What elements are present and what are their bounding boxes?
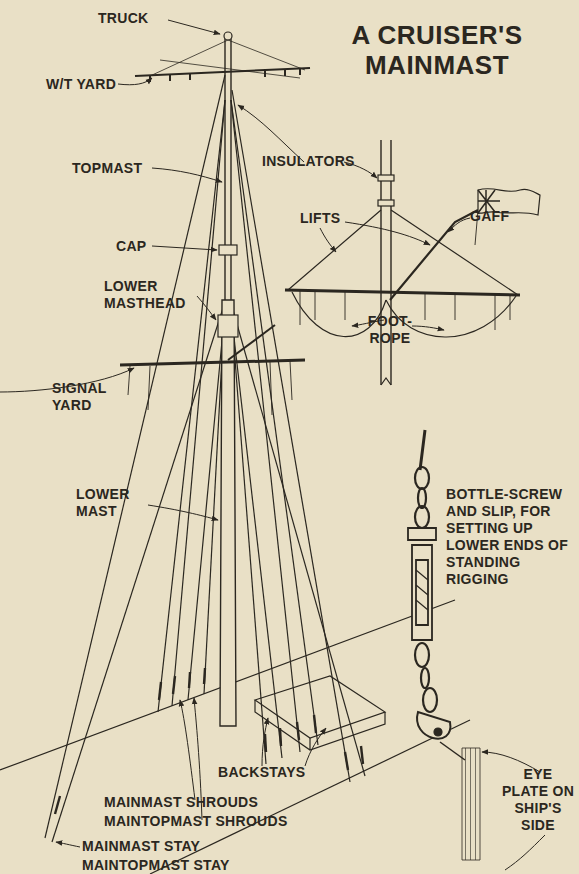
- mast-cap: [219, 245, 237, 255]
- deck-hatch: [255, 700, 385, 750]
- signal-gaff: [228, 325, 275, 360]
- bottle-screw: [412, 545, 432, 640]
- part-label: TRUCK: [98, 10, 178, 27]
- shroud: [232, 320, 266, 764]
- insulator: [378, 175, 394, 181]
- lower-mast: [220, 300, 236, 726]
- part-label: LIFTS: [300, 210, 360, 227]
- shroud: [188, 320, 224, 700]
- inset-mast: [381, 378, 391, 385]
- part-label: EYE PLATE ON SHIP'S SIDE: [500, 766, 576, 834]
- backstay: [232, 90, 350, 782]
- ships-side: [462, 748, 480, 860]
- part-label: LOWER MASTHEAD: [104, 278, 200, 312]
- shroud: [158, 100, 225, 712]
- part-label: GAFF: [470, 208, 530, 225]
- part-label: LOWER MAST: [76, 486, 156, 520]
- part-label: MAINMAST SHROUDS: [104, 794, 334, 811]
- part-label: MAINTOPMAST SHROUDS: [104, 813, 334, 830]
- shroud: [232, 320, 282, 758]
- lower-masthead: [218, 315, 238, 337]
- mast-truck: [224, 32, 232, 40]
- insulator: [378, 200, 394, 206]
- deck-hatch: [255, 676, 385, 738]
- wt-aerial: [150, 40, 305, 78]
- diagram-title: A CRUISER'S MAINMAST: [332, 20, 542, 80]
- part-label: FOOT-ROPE: [360, 313, 420, 347]
- slip: [408, 528, 436, 540]
- part-label: BACKSTAYS: [218, 764, 328, 781]
- mainmast-stay: [52, 305, 224, 842]
- leader-lines: [0, 20, 540, 847]
- topmast: [225, 36, 231, 330]
- inset-yard: [285, 290, 520, 295]
- shroud: [172, 100, 225, 706]
- part-label: MAINMAST STAY: [82, 838, 312, 855]
- shackle: [417, 712, 450, 739]
- part-label: SIGNAL YARD: [52, 380, 132, 414]
- wt-yard: [135, 68, 310, 76]
- part-label: TOPMAST: [72, 160, 162, 177]
- backstay: [233, 310, 365, 776]
- part-label: BOTTLE-SCREW AND SLIP, FOR SETTING UP LO…: [446, 486, 574, 588]
- part-label: W/T YARD: [46, 76, 136, 93]
- signal-yard: [120, 360, 305, 365]
- leader-line: [505, 835, 545, 870]
- part-label: INSULATORS: [262, 153, 372, 170]
- topmast-stay: [45, 75, 225, 838]
- part-label: CAP: [116, 238, 166, 255]
- gaff-spar: [390, 210, 478, 300]
- part-label: MAINTOPMAST STAY: [82, 857, 312, 874]
- wire-end: [420, 430, 425, 470]
